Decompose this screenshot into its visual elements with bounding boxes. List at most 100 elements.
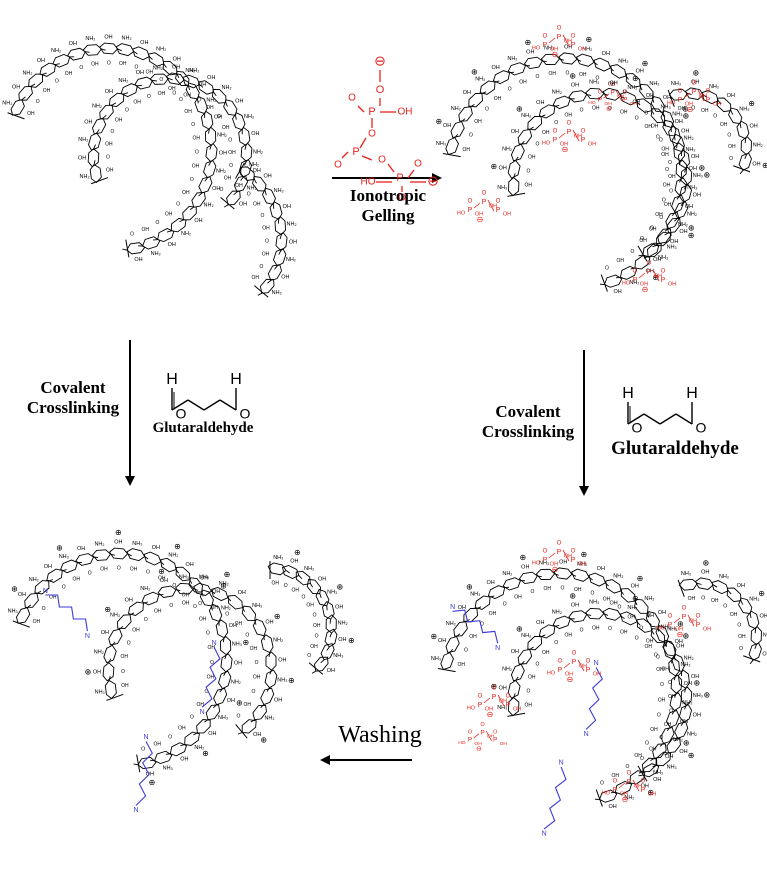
chain-group-label: NH₃: [521, 633, 531, 639]
chain-group-label: O: [315, 633, 319, 639]
chain-group-label: OH: [183, 93, 191, 99]
chain-group-label: OH: [514, 594, 522, 600]
oxygen-atom: O: [468, 729, 472, 735]
chain-group-label: OH: [661, 667, 669, 673]
glucosamine-unit: [198, 80, 217, 97]
imine-nitrogen: N: [594, 660, 599, 667]
chain-group-label: O: [701, 595, 705, 601]
chain-group-label: NH₂: [219, 581, 229, 587]
chain-group-label: OH: [549, 71, 557, 77]
chain-group-label: NH₃: [589, 80, 599, 86]
tpp-oxygen-atom: O: [398, 193, 406, 204]
tpp-negative-charge: ⊖: [427, 173, 439, 189]
chain-group-label: NH₂: [253, 149, 263, 155]
phosphorus-atom: P: [553, 137, 558, 144]
chain-group-label: OH: [290, 559, 298, 565]
chain-group-label: O: [668, 680, 672, 686]
chain-group-label: NH₂: [687, 211, 697, 217]
chain-group-label: NH₂: [264, 716, 274, 722]
chain-group-label: OH: [134, 257, 142, 263]
positive-charge: ⊕: [688, 223, 695, 232]
chain-group-label: NH₂: [156, 47, 166, 53]
chain-group-label: O: [662, 198, 666, 204]
oxygen-atom: O: [610, 82, 614, 88]
hydroxyl-group: HO: [532, 45, 541, 51]
chain-group-label: NH₃: [667, 764, 677, 770]
chain-group-label: NH₂: [552, 609, 562, 615]
glucosamine-unit: [748, 642, 762, 665]
chain-group-label: O: [665, 167, 669, 173]
chain-group-label: OH: [653, 257, 661, 263]
chain-group-label: O: [618, 605, 622, 611]
glucosamine-unit: [694, 577, 718, 590]
chain-end-bracket: [600, 274, 608, 292]
glucosamine-unit: [240, 142, 253, 166]
oxygen-atom: O: [678, 89, 683, 95]
chain-group-label: O: [127, 640, 131, 646]
chain-group-label: O: [205, 689, 209, 695]
glucosamine-unit: [281, 564, 303, 580]
chain-group-label: OH: [212, 589, 220, 595]
oxygen-atom: O: [661, 269, 666, 275]
chain-group-label: OH: [639, 238, 647, 244]
chain-group-label: NH₂: [502, 667, 512, 673]
chain-group-label: O: [536, 142, 540, 148]
chain-group-label: O: [480, 622, 484, 628]
phosphorus-atom: P: [692, 89, 697, 96]
glucosamine-unit: [267, 562, 290, 576]
chain-group-label: NH₃: [693, 693, 703, 699]
positive-charge: ⊕: [220, 582, 227, 591]
positive-charge: ⊕: [683, 631, 690, 640]
chain-group-label: OH: [636, 69, 644, 75]
positive-charge: ⊕: [580, 550, 587, 559]
chain-group-label: O: [307, 653, 311, 659]
hydroxyl-group: OH: [654, 273, 662, 279]
chain-group-label: OH: [565, 113, 573, 119]
positive-charge: ⊕: [569, 592, 576, 601]
chain-group-label: NH₂: [502, 147, 512, 153]
chain-group-label: NH₃: [232, 642, 242, 648]
positive-charge: ⊕: [202, 749, 209, 758]
chain-group-label: OH: [152, 545, 160, 551]
chain-group-label: OH: [685, 204, 693, 210]
negative-charge: ⊖: [552, 50, 559, 59]
chain-group-label: NH₃: [277, 678, 287, 684]
chain-group-label: NH₃: [59, 554, 69, 560]
chain-group-label: O: [219, 187, 223, 193]
chain-group-label: O: [251, 689, 255, 695]
chain-group-label: OH: [274, 697, 282, 703]
positive-charge: ⊕: [520, 553, 527, 562]
chain-group-label: OH: [565, 633, 573, 639]
aldehyde-oxygen: O: [696, 420, 707, 436]
chain-group-label: OH: [289, 239, 297, 245]
chain-group-label: O: [635, 635, 639, 641]
chain-group-label: OH: [313, 623, 321, 629]
glucosamine-unit: [701, 90, 722, 105]
chain-group-label: O: [245, 633, 249, 639]
chain-group-label: NH₃: [613, 574, 623, 580]
chain-group-label: NH₃: [667, 626, 677, 632]
chain-group-label: NH₂: [51, 48, 61, 54]
chain-group-label: NH₂: [206, 98, 216, 104]
glucosamine-unit: [315, 588, 330, 611]
aldehyde-oxygen: O: [240, 406, 251, 422]
imine-nitrogen: N: [133, 807, 138, 814]
chain-group-label: OH: [526, 49, 534, 55]
chain-group-label: O: [469, 133, 473, 139]
chain-group-label: OH: [208, 731, 216, 737]
glucosamine-unit: [88, 129, 102, 151]
chain-group-label: OH: [207, 675, 215, 681]
chain-group-label: OH: [592, 105, 600, 111]
chain-group-label: O: [660, 682, 664, 688]
glucosamine-unit: [223, 190, 241, 208]
chain-group-label: NH₂: [273, 638, 283, 644]
glutaraldehyde-label-right: Glutaraldehyde: [611, 438, 739, 459]
chain-group-label: O: [134, 64, 138, 70]
positive-charge: ⊕: [525, 38, 532, 47]
chain-group-label: O: [631, 249, 635, 255]
panel-chitosan-chains: NH₂OHOHONH₂OHOHONH₂OHOHONH₂OHOHONH₂OHOHO…: [2, 34, 297, 298]
glucosamine-unit: [89, 160, 102, 184]
chain-group-label: OH: [759, 613, 767, 619]
chain-group-label: OH: [571, 83, 579, 89]
